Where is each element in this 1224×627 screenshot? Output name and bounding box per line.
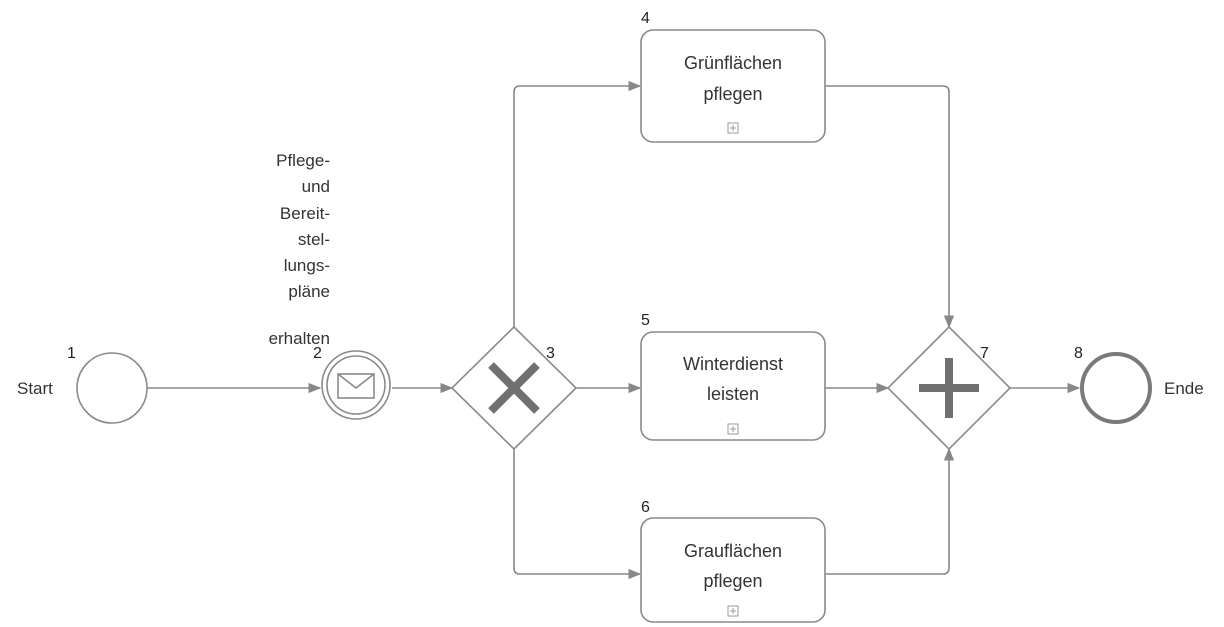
x-marker-icon (488, 362, 540, 414)
task-grauflaechen-label-line1: Grauflächen (684, 541, 782, 561)
svg-text:erhalten: erhalten (269, 329, 330, 348)
task-grauflaechen-pflegen[interactable]: Grauflächen pflegen (640, 517, 826, 623)
subprocess-expand-icon[interactable] (727, 122, 739, 134)
svg-text:pläne: pläne (288, 282, 330, 301)
end-event-label: Ende (1164, 379, 1204, 398)
start-event-number: 1 (67, 345, 76, 362)
message-event-label: Pflege- und Bereit- stel- lungs- pläne e… (269, 151, 330, 348)
envelope-icon (337, 373, 375, 399)
task-gruenflaechen-label-line2: pflegen (703, 84, 762, 104)
subprocess-expand-icon[interactable] (727, 605, 739, 617)
message-event[interactable] (321, 350, 391, 420)
task-gruenflaechen-label-line1: Grünflächen (684, 53, 782, 73)
task-gruenflaechen-pflegen[interactable]: Grünflächen pflegen (640, 29, 826, 143)
exclusive-gateway[interactable] (450, 325, 578, 451)
parallel-gateway-number: 7 (980, 345, 989, 362)
plus-marker-icon (919, 358, 979, 418)
svg-text:und: und (302, 177, 330, 196)
task-winterdienst-leisten[interactable]: Winterdienst leisten (640, 331, 826, 441)
svg-text:stel-: stel- (298, 230, 330, 249)
task-winterdienst-label-line1: Winterdienst (683, 354, 783, 374)
flow-gruenflaechen-to-and[interactable] (825, 85, 955, 329)
flow-grauflaechen-to-and[interactable] (825, 447, 955, 575)
task-grauflaechen-number: 6 (641, 499, 650, 516)
parallel-gateway[interactable] (886, 325, 1012, 451)
sequence-flows (147, 80, 1081, 580)
svg-text:Bereit-: Bereit- (280, 204, 330, 223)
task-winterdienst-label-line2: leisten (707, 384, 759, 404)
start-event-label: Start (17, 379, 53, 398)
task-gruenflaechen-number: 4 (641, 10, 650, 27)
flow-xor-to-grauflaechen[interactable] (513, 449, 642, 580)
svg-text:lungs-: lungs- (284, 256, 330, 275)
svg-text:Pflege-: Pflege- (276, 151, 330, 170)
subprocess-expand-icon[interactable] (727, 423, 739, 435)
task-winterdienst-number: 5 (641, 312, 650, 329)
end-event[interactable] (1080, 352, 1152, 424)
flow-xor-to-gruenflaechen[interactable] (513, 80, 642, 330)
message-event-number: 2 (313, 345, 322, 362)
exclusive-gateway-number: 3 (546, 345, 555, 362)
end-event-number: 8 (1074, 345, 1083, 362)
start-event[interactable] (76, 352, 148, 424)
task-grauflaechen-label-line2: pflegen (703, 571, 762, 591)
